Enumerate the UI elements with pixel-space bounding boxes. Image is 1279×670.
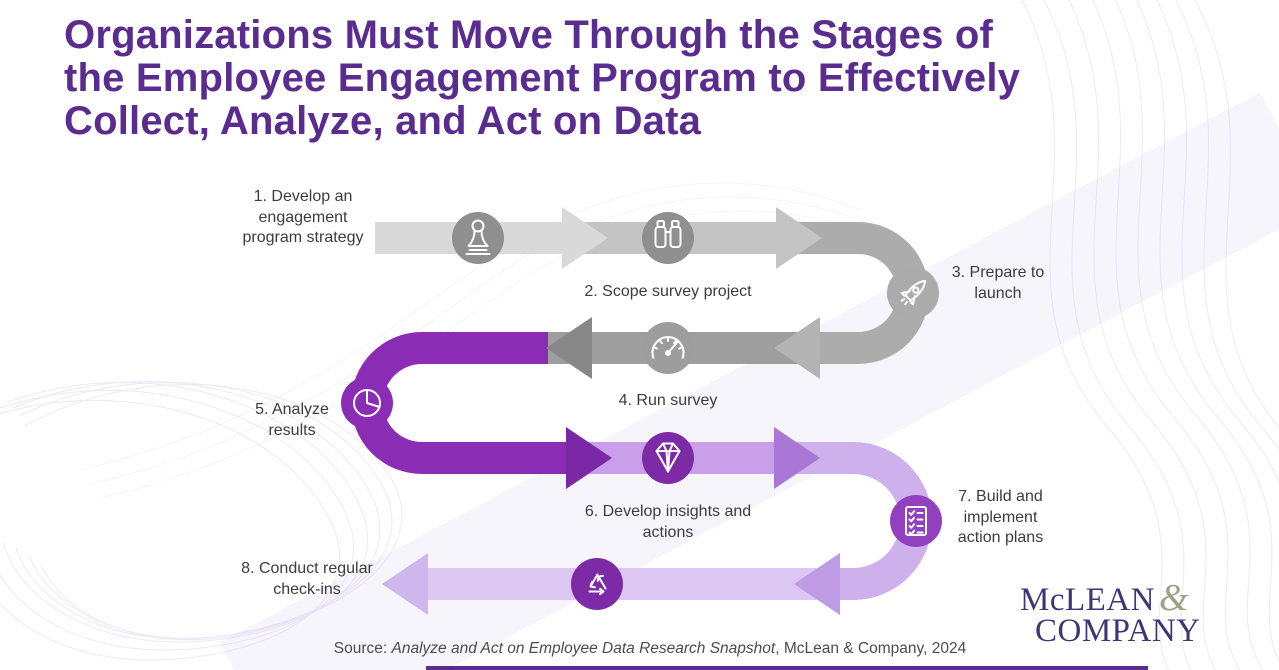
stage-5-label: 5. Analyze results	[237, 400, 347, 441]
stage-7-circle	[890, 495, 942, 547]
page-title-line-2: the Employee Engagement Program to Effec…	[64, 56, 1021, 100]
stage-3-label: 3. Prepare to launch	[938, 263, 1058, 304]
stage-5-arrowhead	[566, 427, 612, 489]
source-prefix: Source:	[333, 640, 392, 657]
stage-4-label: 4. Run survey	[593, 391, 743, 412]
stage-3-circle	[887, 267, 939, 319]
stage-1-circle	[452, 212, 504, 264]
stage-7-label: 7. Build and implement action plans	[938, 487, 1063, 549]
stage-8-label-line: check-ins	[273, 580, 341, 598]
stage-6-label-line: actions	[642, 523, 694, 541]
stage-6-label-line: 6. Develop insights and	[584, 503, 752, 520]
stage-3-arrowhead	[774, 317, 820, 379]
stage-3-label-line: launch	[974, 284, 1022, 302]
stage-2-label: 2. Scope survey project	[568, 282, 768, 303]
stage-5-label-line: results	[268, 421, 316, 439]
diamond-icon	[655, 442, 681, 473]
source-attribution: Source: Analyze and Act on Employee Data…	[310, 640, 990, 658]
source-suffix: , McLean & Company, 2024	[775, 640, 967, 657]
stage-2-label-line: 2. Scope survey project	[584, 283, 752, 300]
stage-8-label-line: 8. Conduct regular	[241, 560, 373, 577]
stage-4-label-line: 4. Run survey	[618, 392, 718, 409]
chess-pawn-icon	[465, 219, 491, 255]
stage-1-label-line: program strategy	[242, 229, 364, 246]
stage-1-arrowhead	[562, 207, 608, 269]
stage-4-circle	[642, 322, 694, 374]
stage-1-label-line: 1. Develop an	[253, 188, 353, 205]
stage-5-label-line: 5. Analyze	[255, 401, 329, 418]
stage-4-arrowhead	[546, 317, 592, 379]
bottom-accent-bar	[426, 666, 1148, 670]
page-title-line-3: Collect, Analyze, and Act on Data	[64, 99, 702, 143]
rocket-icon	[900, 279, 927, 306]
stage-8-label: 8. Conduct regular check-ins	[227, 559, 387, 600]
stage-8-circle	[571, 558, 623, 610]
logo-word-company: COMPANY	[1035, 613, 1201, 649]
logo-word-mclean: McLEAN	[1020, 582, 1155, 618]
logo-ampersand: &	[1158, 577, 1190, 619]
stage-1-label: 1. Develop an engagement program strateg…	[223, 187, 383, 249]
stage-8-arrowhead	[382, 553, 428, 615]
binoculars-icon	[654, 220, 682, 248]
stage-7-label-line: implement	[963, 508, 1038, 526]
page-title: Organizations Must Move Through the Stag…	[64, 14, 1154, 143]
source-document-title: Analyze and Act on Employee Data Researc…	[391, 640, 776, 657]
stage-3-label-line: 3. Prepare to	[951, 264, 1045, 281]
gauge-icon	[651, 336, 685, 359]
stage-6-arrowhead	[774, 427, 820, 489]
stage-6-label: 6. Develop insights and actions	[568, 502, 768, 543]
recycle-icon	[588, 573, 607, 596]
stage-5-curve	[351, 332, 594, 474]
mclean-company-logo: McLEAN& COMPANY	[1020, 579, 1240, 649]
stage-1-label-line: engagement	[258, 208, 348, 226]
page-title-line-1: Organizations Must Move Through the Stag…	[64, 13, 994, 57]
stage-2-arrowhead	[776, 207, 822, 269]
pie-chart-icon	[353, 389, 381, 417]
stage-7-label-line: 7. Build and	[958, 488, 1043, 505]
checklist-icon	[905, 506, 927, 536]
stage-2-circle	[642, 212, 694, 264]
stage-7-label-line: action plans	[957, 529, 1044, 546]
stage-7-arrowhead	[794, 553, 840, 615]
